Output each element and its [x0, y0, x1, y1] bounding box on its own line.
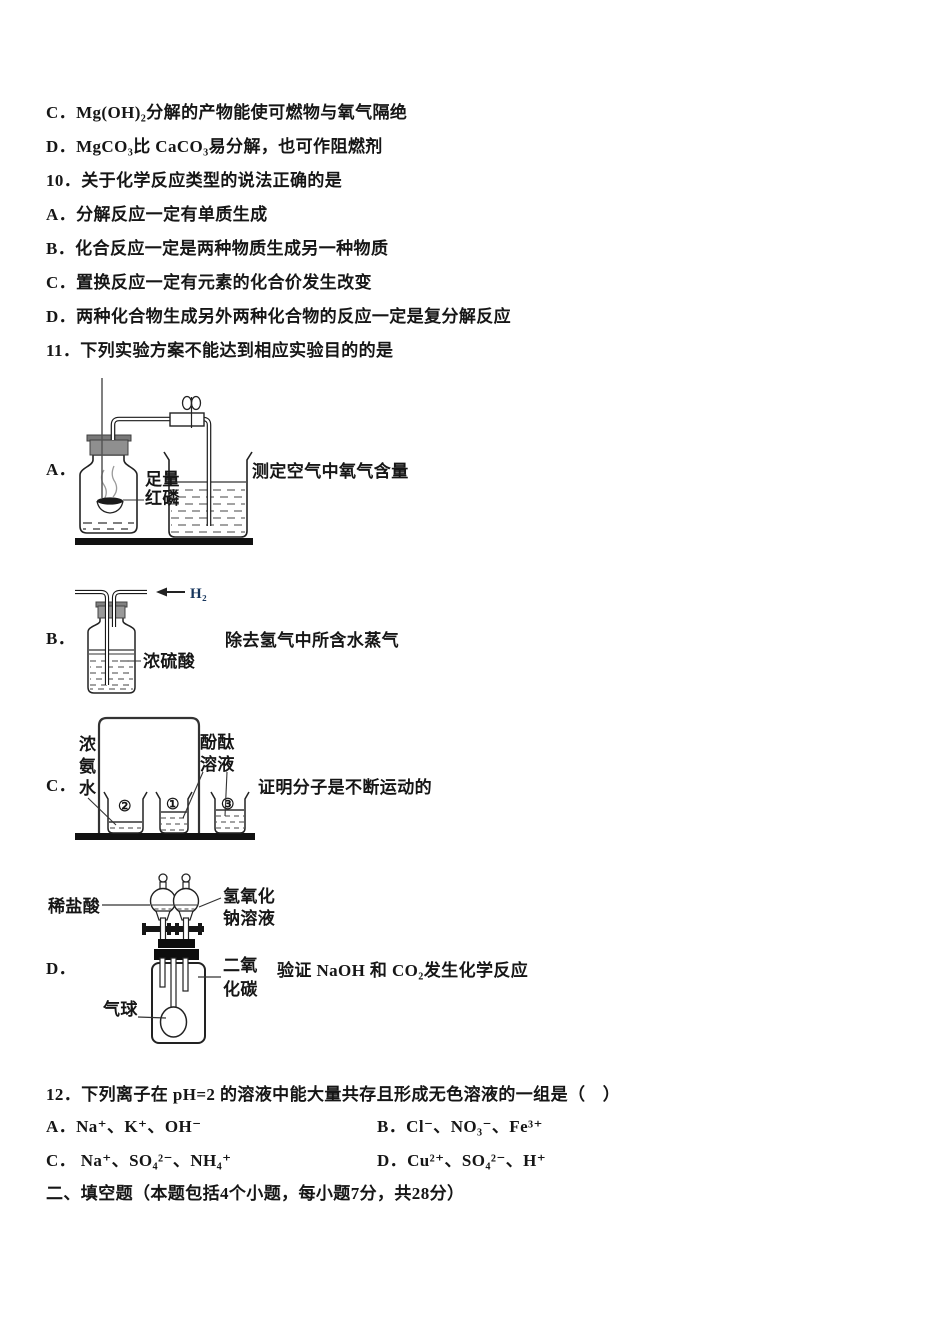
label-leader	[224, 771, 228, 817]
beaker-3	[210, 791, 250, 834]
exp-b-purpose: 除去氢气中所含水蒸气	[225, 631, 399, 650]
label-leader	[198, 897, 222, 908]
ammonia-label-char1: 浓	[79, 735, 97, 754]
q12-option-a: A．Na⁺、K⁺、OH⁻	[46, 1117, 202, 1136]
exp-c-purpose: 证明分子是不断运动的	[258, 778, 432, 797]
ammonia-label-char3: 水	[79, 778, 97, 798]
red-phosphorus	[97, 497, 123, 505]
label-leader	[87, 797, 117, 826]
funnel-left-stopper	[158, 873, 168, 883]
balloon-label: 气球	[102, 999, 138, 1019]
q11-exp-a-label: A．	[46, 460, 77, 479]
rubber-stopper	[158, 939, 195, 948]
co2-label-line2: 化碳	[223, 979, 258, 999]
exp-c-apparatus-diagram: ② ① ③ 浓 氨 水 酚酞 溶液	[75, 716, 255, 840]
balloon-tube	[170, 957, 177, 1008]
acid-label: 稀盐酸	[48, 896, 101, 916]
funnel-right-stopper	[181, 873, 191, 883]
rubber-stopper	[89, 439, 129, 456]
q12-stem: 12．下列离子在 pH=2 的溶液中能大量共存且形成无色溶液的一组是（ ）	[46, 1085, 621, 1104]
pinch-clamp	[181, 395, 193, 411]
washing-bottle	[87, 616, 136, 694]
gas-bottle	[79, 454, 138, 534]
label-leader	[182, 771, 204, 819]
exp-d-purpose: 验证 NaOH 和 CO₂发生化学反应	[277, 961, 529, 980]
exp-a-apparatus-diagram: 足量 红磷	[75, 378, 253, 545]
exp-b-gas-label: H₂	[190, 586, 207, 602]
exp-a-annotation-line1: 足量	[145, 469, 180, 489]
beaker-3-number: ③	[221, 797, 234, 813]
naoh-label-line2: 钠溶液	[223, 908, 275, 928]
label-leader	[137, 1016, 167, 1019]
q9-option-c: C．Mg(OH)₂分解的产物能使可燃物与氧气隔绝	[46, 103, 408, 122]
exp-a-annotation-line2: 红磷	[145, 488, 180, 508]
q9-option-d: D．MgCO₃比 CaCO₃易分解，也可作阻燃剂	[46, 137, 383, 156]
q10-option-a: A．分解反应一定有单质生成	[46, 205, 268, 224]
naoh-label-line1: 氢氧化	[223, 886, 275, 906]
smoke-wisp	[111, 465, 118, 498]
q12-option-c: C． Na⁺、SO₄²⁻、NH₄⁺	[46, 1151, 232, 1170]
bench-base	[75, 538, 253, 545]
q11-stem: 11．下列实验方案不能达到相应实验目的的是	[46, 341, 394, 360]
q10-option-b: B．化合反应一定是两种物质生成另一种物质	[46, 239, 389, 258]
dropping-funnel-left	[149, 887, 177, 915]
exp-b-annotation: 浓硫酸	[143, 651, 196, 671]
q11-exp-b-label: B．	[46, 629, 76, 648]
ammonia-label-char2: 氨	[79, 756, 96, 776]
beaker-2-number: ②	[118, 799, 131, 815]
rubber-stopper	[97, 605, 126, 619]
q10-stem: 10．关于化学反应类型的说法正确的是	[46, 171, 343, 190]
exp-d-apparatus-diagram: 稀盐酸 氢氧化 钠溶液 二氧 化碳 气球	[48, 873, 275, 1044]
co2-label-line1: 二氧	[223, 955, 258, 975]
q12-option-b: B．Cl⁻、NO₃⁻、Fe³⁺	[377, 1117, 543, 1136]
q11-exp-d-label: D．	[46, 959, 77, 978]
q11-exp-c-label: C．	[46, 776, 77, 795]
phenolphthalein-label-line1: 酚酞	[200, 732, 235, 752]
section2-heading: 二、填空题（本题包括4个小题，每小题7分，共28分）	[46, 1184, 465, 1203]
balloon	[159, 1006, 188, 1038]
bench-base	[75, 833, 255, 840]
beaker-2	[103, 791, 148, 834]
q10-option-c: C．置换反应一定有元素的化合价发生改变	[46, 273, 372, 292]
phenolphthalein-label-line2: 溶液	[200, 754, 235, 774]
q10-option-d: D．两种化合物生成另外两种化合物的反应一定是复分解反应	[46, 307, 512, 326]
q12-option-d: D．Cu²⁺、SO₄²⁻、H⁺	[377, 1151, 547, 1170]
dropping-funnel-right	[172, 887, 200, 915]
cover-vessel	[97, 716, 201, 833]
beaker-1-number: ①	[166, 797, 179, 813]
exp-a-purpose: 测定空气中氧气含量	[252, 462, 409, 481]
exp-b-apparatus-diagram: H₂ 浓硫酸	[75, 586, 207, 694]
